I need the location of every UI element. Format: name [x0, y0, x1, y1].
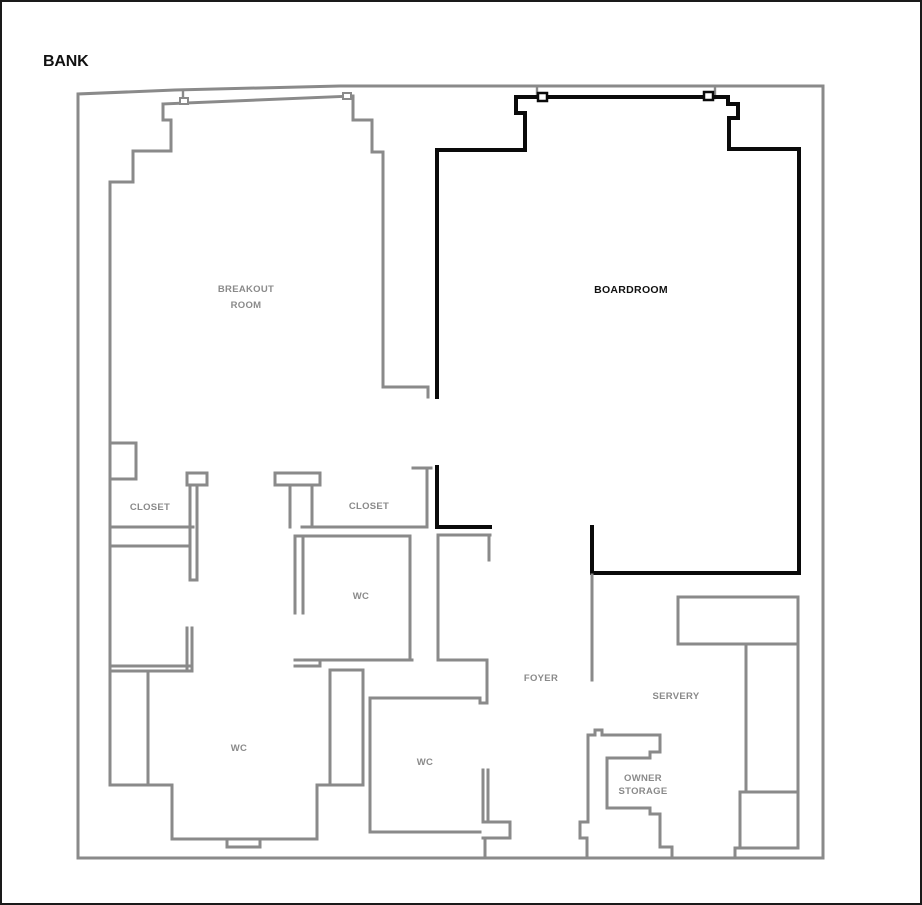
room-label-breakout-1: BREAKOUT	[218, 284, 274, 295]
room-label-closet-left: CLOSET	[130, 502, 170, 513]
room-foyer: FOYER	[524, 573, 594, 684]
room-label-wc-bottom-middle: WC	[417, 757, 433, 768]
room-label-boardroom: BOARDROOM	[594, 284, 668, 296]
door-marker	[179, 97, 189, 105]
room-breakout: BREAKOUT ROOM	[108, 89, 430, 787]
door-marker	[536, 91, 549, 103]
room-boardroom: BOARDROOM	[435, 84, 801, 575]
servery-counter	[676, 595, 800, 646]
room-label-wc-middle: WC	[353, 591, 369, 602]
room-servery: SERVERY	[653, 595, 800, 860]
door-marker	[702, 90, 715, 102]
door-marker	[342, 92, 352, 100]
room-closet-left: CLOSET	[108, 471, 209, 673]
room-label-closet-right: CLOSET	[349, 501, 389, 512]
room-closet-right: CLOSET	[273, 466, 433, 538]
room-label-owner-storage-2: STORAGE	[619, 786, 668, 797]
room-label-servery: SERVERY	[653, 691, 700, 702]
room-label-foyer: FOYER	[524, 673, 558, 684]
room-label-breakout-2: ROOM	[231, 300, 262, 311]
room-wc-bottom-left: WC	[108, 668, 365, 849]
outer-boundary	[76, 84, 825, 860]
room-label-owner-storage-1: OWNER	[624, 773, 662, 784]
plan-title: BANK	[43, 53, 89, 70]
room-wc-middle: WC	[293, 534, 489, 668]
room-owner-storage: OWNER STORAGE	[578, 728, 674, 860]
hall-chase	[368, 533, 492, 705]
room-label-wc-bottom-left: WC	[231, 743, 247, 754]
room-wc-bottom-middle: WC	[368, 696, 512, 860]
